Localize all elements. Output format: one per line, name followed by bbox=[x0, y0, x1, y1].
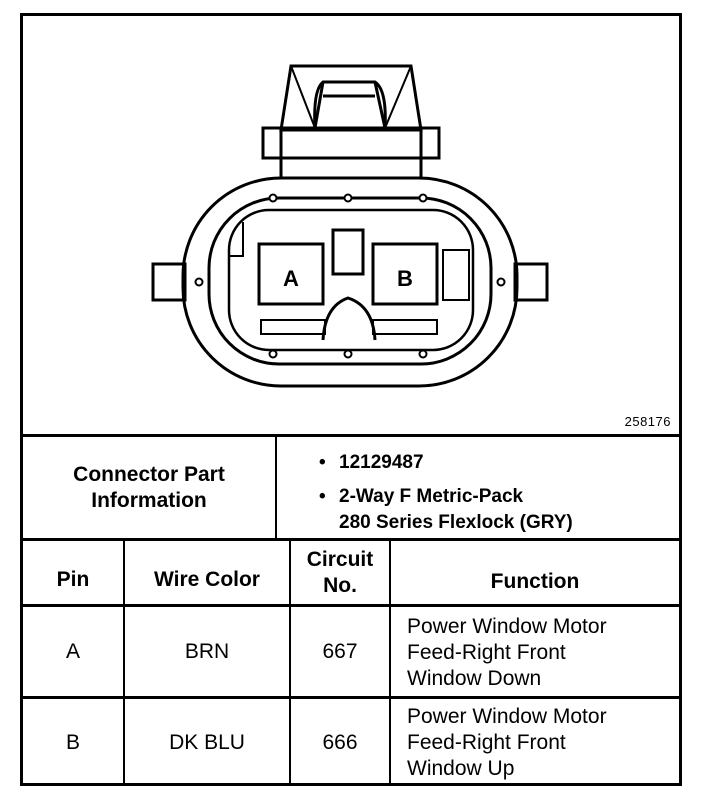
divider bbox=[23, 538, 679, 541]
part-number-value: 12129487 bbox=[339, 452, 424, 473]
row-a-function: Power Window Motor Feed-Right Front Wind… bbox=[407, 614, 607, 692]
connector-part-info-header: Connector Part Information bbox=[73, 462, 225, 512]
connector-info-panel: A B 258176 Connector Part Information • 1… bbox=[20, 13, 682, 786]
header-pin: Pin bbox=[56, 568, 90, 591]
part-number: • 12129487 bbox=[319, 450, 424, 476]
header-function: Function bbox=[490, 570, 580, 593]
connector-face-diagram: A B bbox=[151, 64, 549, 388]
header-circuit-line1: Circuit bbox=[306, 547, 374, 571]
header-wire-color: Wire Color bbox=[154, 568, 260, 591]
row-a-function-line2: Feed-Right Front bbox=[407, 641, 566, 664]
row-a-pin: A bbox=[65, 639, 80, 663]
header-circuit-line2: No. bbox=[323, 573, 357, 597]
row-b-circuit: 666 bbox=[322, 730, 358, 754]
pin-a-label: A bbox=[283, 266, 299, 291]
pin-b-label: B bbox=[397, 266, 413, 291]
row-b-wire-color: DK BLU bbox=[169, 730, 245, 754]
bullet: • bbox=[319, 486, 326, 507]
divider bbox=[123, 538, 125, 786]
bullet: • bbox=[319, 452, 326, 473]
divider bbox=[23, 604, 679, 607]
row-b-function: Power Window Motor Feed-Right Front Wind… bbox=[407, 704, 607, 782]
part-description: • 2-Way F Metric-Pack 280 Series Flexlock… bbox=[319, 484, 573, 536]
row-a-function-line3: Window Down bbox=[407, 667, 542, 690]
row-b-function-line2: Feed-Right Front bbox=[407, 731, 566, 754]
row-a-wire-color: BRN bbox=[184, 639, 230, 663]
divider bbox=[275, 434, 277, 541]
row-b-function-line1: Power Window Motor bbox=[407, 705, 607, 728]
part-description-line1: 2-Way F Metric-Pack bbox=[339, 486, 524, 507]
row-b-pin: B bbox=[65, 730, 80, 754]
row-a-circuit: 667 bbox=[322, 639, 358, 663]
figure-id: 258176 bbox=[624, 414, 671, 429]
divider bbox=[23, 434, 679, 437]
part-description-line2: 280 Series Flexlock (GRY) bbox=[339, 512, 573, 533]
row-b-function-line3: Window Up bbox=[407, 757, 515, 780]
header-circuit-no: Circuit No. bbox=[291, 541, 389, 604]
divider bbox=[389, 538, 391, 786]
divider bbox=[23, 696, 679, 699]
row-a-function-line1: Power Window Motor bbox=[407, 615, 607, 638]
divider bbox=[289, 538, 291, 786]
